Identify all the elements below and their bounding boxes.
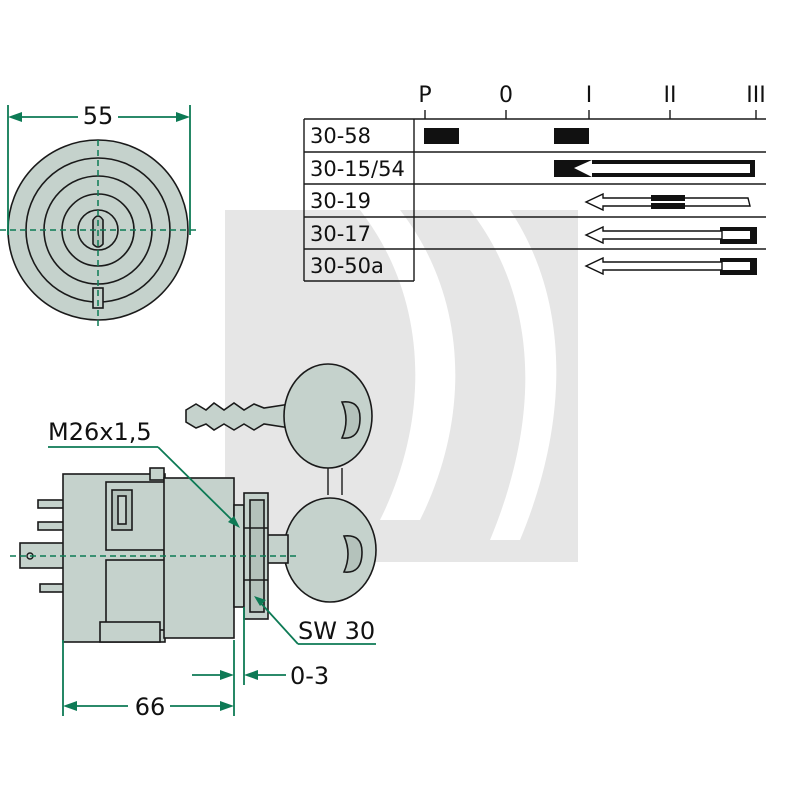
key-upper <box>185 363 373 495</box>
contact-arrow-30-19 <box>584 192 751 212</box>
row-label-30-19: 30-19 <box>310 189 371 213</box>
thread-callout: M26x1,5 <box>48 418 240 528</box>
switch-body-side-view <box>10 467 300 643</box>
watermark-logo <box>225 210 578 562</box>
position-label-ii: II <box>664 83 677 108</box>
contact-bar-i <box>554 128 589 144</box>
contact-arrow-30-50a <box>584 256 757 276</box>
gap-label: 0-3 <box>290 662 329 690</box>
contact-bar-p <box>424 128 459 144</box>
length-dimension: 66 <box>62 640 235 721</box>
position-label-0: 0 <box>499 83 513 108</box>
thread-label: M26x1,5 <box>48 418 152 446</box>
wrench-size-label: SW 30 <box>298 617 375 645</box>
position-label-i: I <box>586 83 593 108</box>
row-label-30-17: 30-17 <box>310 222 371 246</box>
position-label-p: P <box>418 83 431 108</box>
switch-position-table: P 0 I II III 30-58 30-15/54 30-19 30-17 … <box>303 83 766 282</box>
row-label-30-15-54: 30-15/54 <box>310 157 405 181</box>
gap-dimension: 0-3 <box>192 607 329 690</box>
contact-arrow-30-17 <box>584 225 757 245</box>
wrench-size-callout: SW 30 <box>254 596 376 645</box>
front-view: 55 <box>0 100 200 330</box>
length-label: 66 <box>135 693 166 721</box>
row-label-30-58: 30-58 <box>310 124 371 148</box>
row-label-30-50a: 30-50a <box>310 254 384 278</box>
contact-arrow-30-15-54 <box>554 160 755 177</box>
diameter-label: 55 <box>83 102 114 130</box>
position-label-iii: III <box>746 83 765 108</box>
